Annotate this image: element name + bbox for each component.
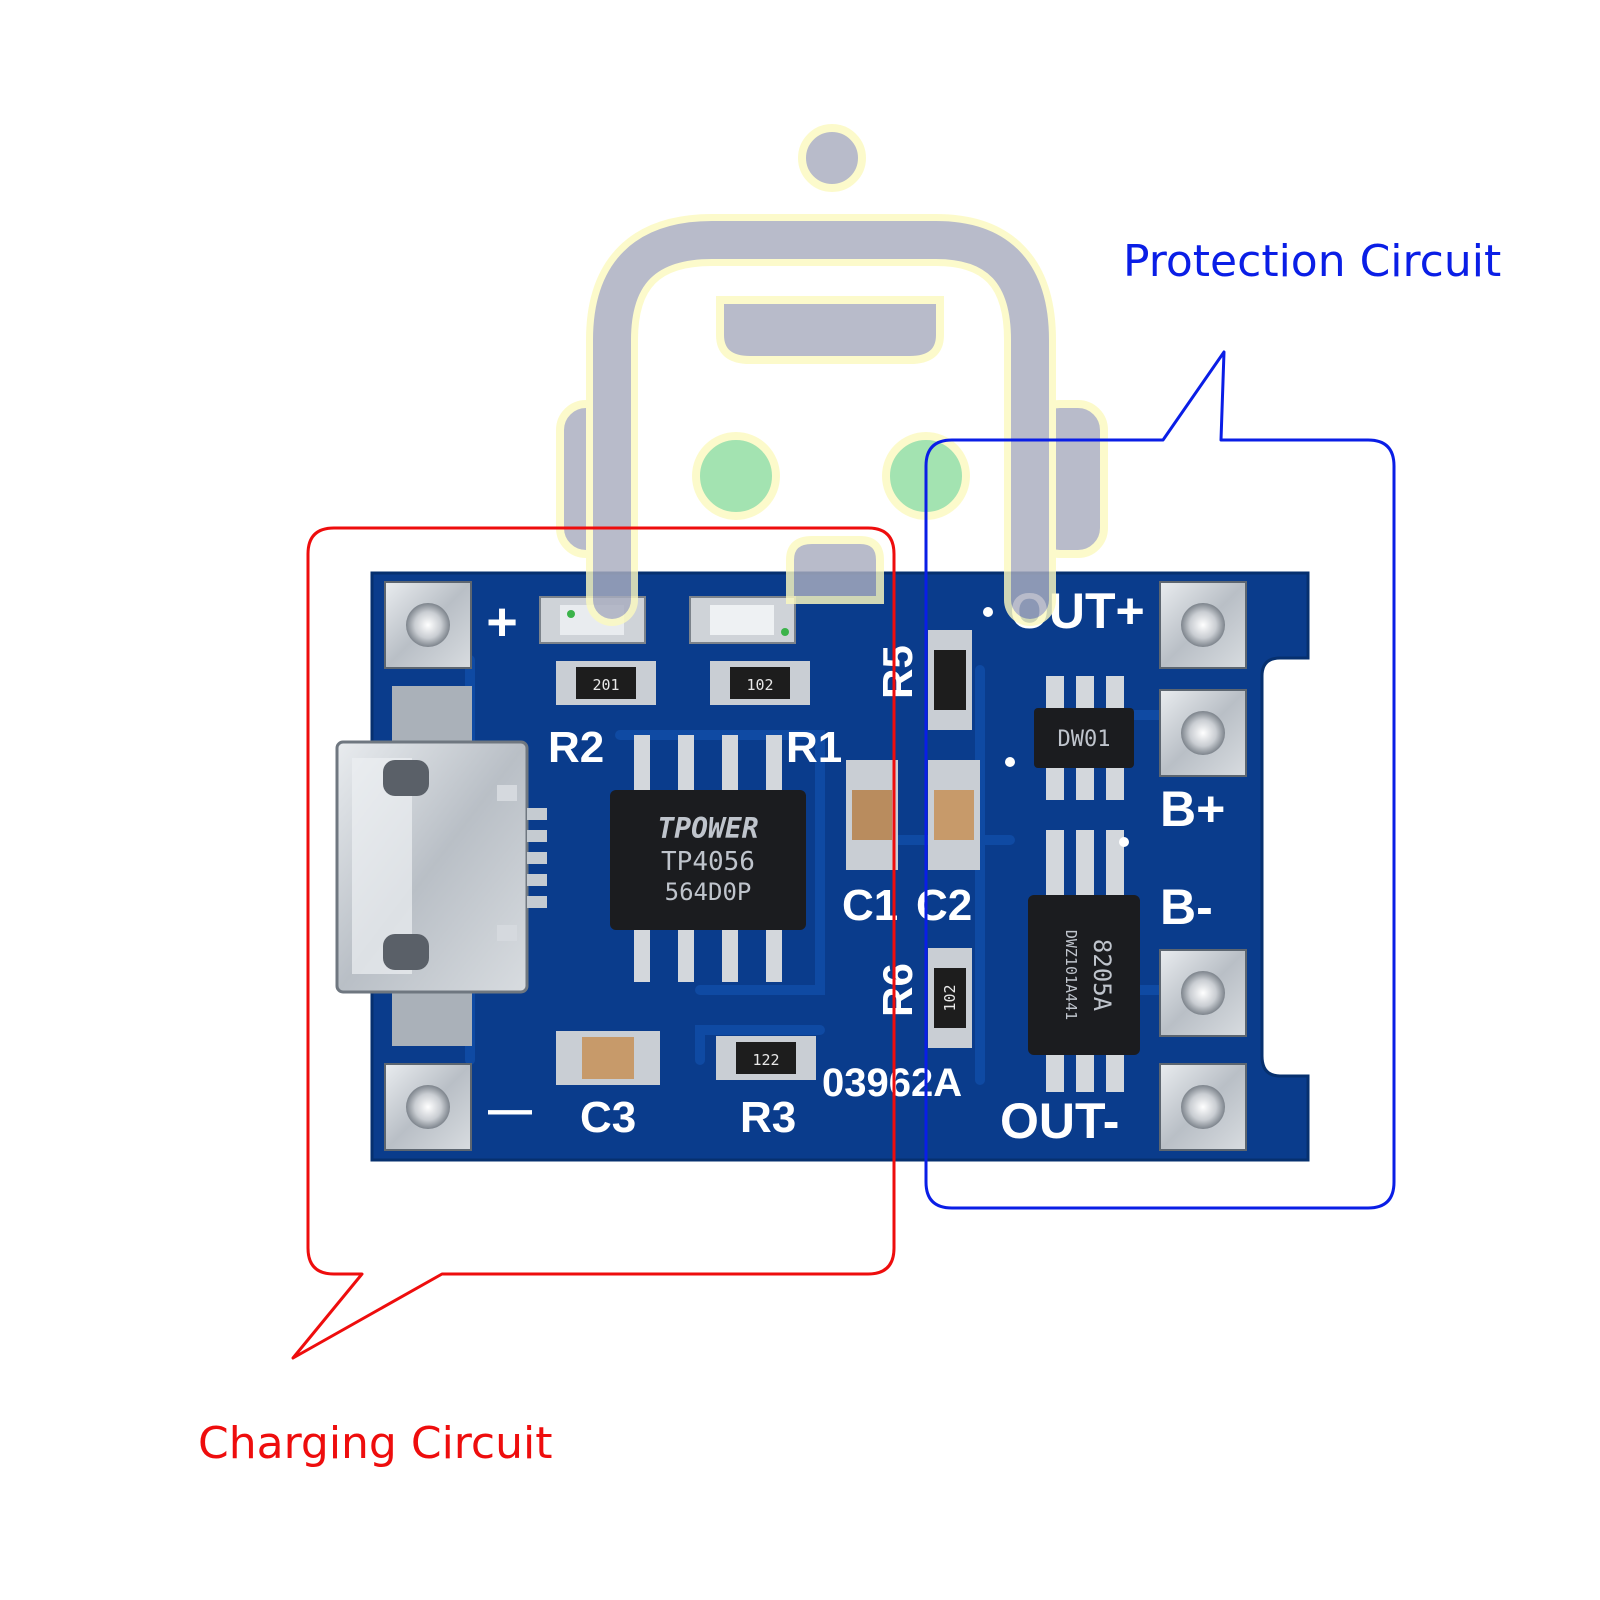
resistor-r3: 122: [716, 1036, 816, 1080]
svg-text:8205A: 8205A: [1088, 939, 1116, 1012]
pad-out-minus: [1159, 1063, 1247, 1151]
svg-text:564D0P: 564D0P: [665, 878, 752, 906]
svg-text:—: —: [488, 1085, 532, 1134]
charging-callout-bubble: [291, 526, 896, 1360]
micro-usb-connector: [335, 686, 547, 1046]
svg-text:R6: R6: [874, 963, 921, 1017]
svg-text:R2: R2: [548, 723, 604, 772]
svg-text:TPOWER: TPOWER: [657, 812, 758, 845]
svg-text:C3: C3: [580, 1093, 636, 1142]
protection-circuit-label: Protection Circuit: [1123, 236, 1502, 287]
pad-plus: [384, 581, 472, 669]
svg-text:R3: R3: [740, 1093, 796, 1142]
svg-text:+: +: [486, 592, 518, 652]
capacitor-c2: [928, 760, 980, 870]
protection-callout-bubble: [924, 350, 1396, 1210]
charger-ic-tp4056: TPOWER TP4056 564D0P: [610, 735, 806, 982]
mosfet-ic-8205a: 8205A DWZ101A441: [1028, 830, 1140, 1092]
svg-text:DW01: DW01: [1058, 727, 1111, 752]
resistor-r5: [928, 630, 972, 730]
pad-b-plus: [1159, 689, 1247, 777]
svg-text:C2: C2: [916, 881, 972, 930]
svg-text:201: 201: [592, 676, 619, 694]
svg-text:03962A: 03962A: [822, 1061, 962, 1105]
svg-text:TP4056: TP4056: [661, 847, 755, 877]
svg-text:102: 102: [746, 676, 773, 694]
charging-circuit-label: Charging Circuit: [198, 1418, 553, 1469]
capacitor-c1: [846, 760, 898, 870]
resistor-r6: 102: [928, 948, 972, 1048]
protection-ic-dw01: DW01: [1034, 676, 1134, 800]
svg-text:R5: R5: [874, 645, 921, 699]
svg-text:B+: B+: [1160, 781, 1225, 837]
svg-text:DWZ101A441: DWZ101A441: [1062, 930, 1080, 1020]
pad-minus: [384, 1063, 472, 1151]
svg-text:C1: C1: [842, 881, 898, 930]
resistor-r2: 201: [556, 661, 656, 705]
svg-text:R1: R1: [786, 723, 842, 772]
svg-text:102: 102: [941, 984, 959, 1011]
pad-out-plus: [1159, 581, 1247, 669]
svg-text:OUT-: OUT-: [1000, 1093, 1119, 1149]
resistor-r1: 102: [710, 661, 810, 705]
status-led-green: [689, 596, 796, 644]
capacitor-c3: [556, 1031, 660, 1085]
pad-b-minus: [1159, 949, 1247, 1037]
svg-text:B-: B-: [1160, 879, 1213, 935]
silkscreen: + — R2 R1 R3 R5 R6 C1 C2 C3 OUT+ OUT- B+…: [486, 583, 1225, 1149]
svg-text:122: 122: [752, 1051, 779, 1069]
